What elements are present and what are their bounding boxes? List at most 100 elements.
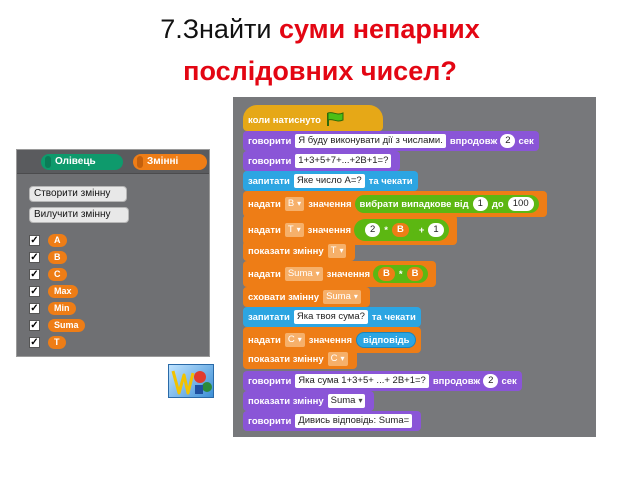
random-from-input[interactable]: 1 (472, 197, 488, 211)
block-wait-label: та чекати (371, 311, 416, 323)
set-variable-block-t[interactable]: надати T значення 2 * B + 1 (243, 215, 457, 245)
variable-dropdown[interactable]: Suma (284, 267, 323, 281)
variable-dropdown[interactable]: T (327, 244, 347, 258)
block-verb: запитати (248, 175, 290, 187)
variable-row-a: ✓A (29, 233, 67, 247)
category-variables-tab[interactable]: Змінні (133, 154, 207, 170)
say-text-input[interactable]: Дивись відповідь: Suma= (295, 414, 413, 428)
block-verb: показати змінну (248, 245, 324, 257)
variable-checkbox[interactable]: ✓ (29, 302, 40, 314)
variable-reporter[interactable]: B (391, 223, 409, 237)
scratch-logo (168, 364, 214, 398)
variable-checkbox[interactable]: ✓ (29, 336, 40, 348)
variable-row-t: ✓T (29, 335, 66, 349)
say-for-secs-block-1[interactable]: говорити Я буду виконувати дії з числами… (243, 131, 539, 151)
say-block-1[interactable]: говорити 1+3+5+7+...+2B+1=? (243, 151, 401, 171)
block-verb: сховати змінну (248, 291, 320, 303)
variable-checkbox[interactable]: ✓ (29, 285, 40, 297)
show-variable-block-t[interactable]: показати змінну T (243, 241, 356, 261)
block-verb: показати змінну (248, 395, 324, 407)
variable-row-suma: ✓ Suma (29, 318, 85, 332)
block-verb: говорити (248, 155, 292, 167)
variable-checkbox[interactable]: ✓ (29, 234, 40, 246)
variable-dropdown[interactable]: C (327, 352, 348, 366)
multiply-operator[interactable]: B * B (373, 265, 429, 283)
say-text-input[interactable]: Я буду виконувати дії з числами. (295, 134, 446, 148)
variable-reporter[interactable]: Suma (48, 318, 85, 332)
variable-dropdown[interactable]: Suma (323, 290, 361, 304)
variable-reporter[interactable]: B (378, 267, 395, 281)
block-wait-label: та чекати (368, 175, 413, 187)
block-value-label: значення (326, 268, 370, 280)
seconds-input[interactable]: 2 (483, 374, 499, 388)
hat-label: коли натиснуто (248, 115, 321, 126)
say-text-input[interactable]: 1+3+5+7+...+2B+1=? (295, 154, 392, 168)
set-variable-block-suma[interactable]: надати Suma значення B * B (243, 261, 437, 287)
pick-random-label: вибрати випадкове від (359, 198, 469, 210)
set-variable-block-b[interactable]: надати B значення вибрати випадкове від … (243, 191, 547, 217)
say-block-2[interactable]: говорити Дивись відповідь: Suma= (243, 411, 422, 431)
seconds-unit: сек (501, 375, 517, 387)
pick-random-operator[interactable]: вибрати випадкове від 1 до 100 (354, 195, 539, 213)
ask-and-wait-block-1[interactable]: запитати Яке число А=? та чекати (243, 171, 418, 191)
variable-reporter[interactable]: B (406, 267, 424, 281)
set-variable-block-c[interactable]: надати C значення відповідь (243, 327, 422, 353)
say-text-input[interactable]: Яка сума 1+3+5+ ...+ 2B+1=? (295, 374, 429, 388)
show-variable-block-suma[interactable]: показати змінну Suma (243, 391, 375, 411)
palette-category-bar: Олівець Змінні (17, 150, 209, 174)
variable-reporter[interactable]: T (48, 335, 66, 349)
variable-checkbox[interactable]: ✓ (29, 251, 40, 263)
multiply-sign: * (384, 224, 388, 236)
random-to-label: до (491, 198, 504, 210)
variable-dropdown[interactable]: T (284, 223, 304, 237)
show-variable-block-c[interactable]: показати змінну C (243, 349, 357, 369)
variable-reporter[interactable]: C (48, 267, 67, 281)
random-to-input[interactable]: 100 (507, 197, 534, 211)
block-verb: запитати (248, 311, 290, 323)
operand-input[interactable]: 2 (364, 223, 381, 237)
hide-variable-block-suma[interactable]: сховати змінну Suma (243, 287, 370, 307)
block-for-label: впродовж (432, 375, 481, 387)
block-value-label: значення (308, 334, 353, 346)
answer-reporter[interactable]: відповідь (356, 332, 417, 348)
variable-row-min: ✓ Min (29, 301, 76, 315)
variable-row-max: ✓ Max (29, 284, 78, 298)
delete-variable-button[interactable]: Вилучити змінну (29, 207, 129, 223)
variable-reporter[interactable]: Max (48, 284, 78, 298)
block-verb: надати (248, 224, 281, 236)
operand-input[interactable]: 1 (428, 223, 444, 237)
block-value-label: значення (308, 198, 352, 210)
scripts-area[interactable]: коли натиснуто говорити Я буду виконуват… (233, 97, 596, 437)
seconds-unit: сек (518, 135, 534, 147)
add-operator[interactable]: 2 * B + 1 (353, 219, 449, 241)
title-number: 7.Знайти (160, 14, 279, 44)
scratch-logo-icon (171, 370, 212, 395)
variable-checkbox[interactable]: ✓ (29, 319, 40, 331)
variable-dropdown[interactable]: B (284, 197, 305, 211)
block-verb: говорити (248, 135, 292, 147)
block-verb: надати (248, 334, 281, 346)
variable-dropdown[interactable]: Suma (327, 394, 366, 408)
variable-reporter[interactable]: A (48, 233, 67, 247)
category-pen-tab[interactable]: Олівець (41, 154, 123, 170)
green-flag-icon (325, 112, 345, 129)
variable-checkbox[interactable]: ✓ (29, 268, 40, 280)
variable-dropdown[interactable]: C (284, 333, 305, 347)
block-verb: говорити (248, 415, 292, 427)
block-verb: говорити (248, 375, 292, 387)
ask-and-wait-block-2[interactable]: запитати Яка твоя сума? та чекати (243, 307, 421, 327)
multiply-operator[interactable]: 2 * B (359, 221, 414, 239)
slide-title-line-2: послідовних чисел? (0, 54, 640, 88)
create-variable-button[interactable]: Створити змінну (29, 186, 127, 202)
seconds-input[interactable]: 2 (500, 134, 516, 148)
ask-text-input[interactable]: Яка твоя сума? (293, 310, 368, 324)
variable-reporter[interactable]: Min (48, 301, 76, 315)
block-for-label: впродовж (449, 135, 498, 147)
slide-title-line-1: 7.Знайти суми непарних (0, 12, 640, 46)
multiply-sign: * (398, 268, 403, 280)
variable-reporter[interactable]: B (48, 250, 67, 264)
title-red-part-1: суми непарних (278, 14, 480, 44)
say-for-secs-block-2[interactable]: говорити Яка сума 1+3+5+ ...+ 2B+1=? впр… (243, 371, 522, 391)
ask-text-input[interactable]: Яке число А=? (293, 174, 365, 188)
when-flag-clicked-hat[interactable]: коли натиснуто (243, 105, 383, 131)
